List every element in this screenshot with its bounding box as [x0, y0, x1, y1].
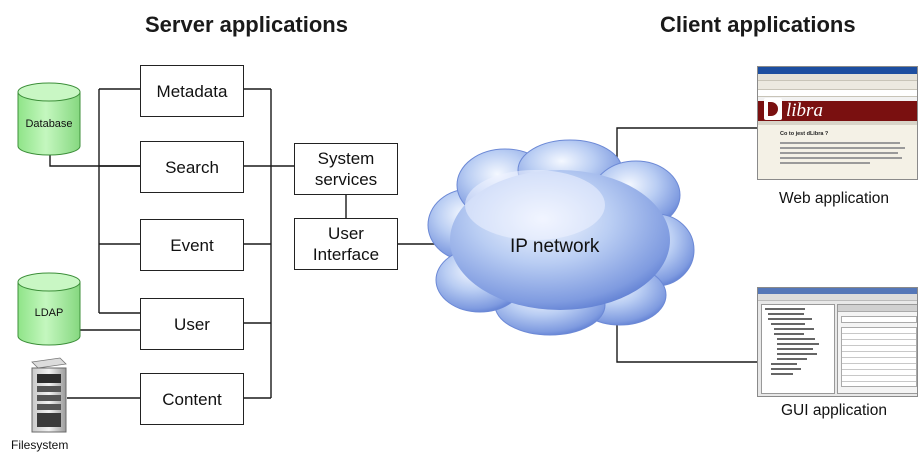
gui-titlebar [758, 288, 917, 294]
system-services-box: System services [294, 143, 398, 195]
event-box: Event [140, 219, 244, 271]
metadata-box: Metadata [140, 65, 244, 117]
network-to-gui-link [616, 320, 757, 363]
user-box: User [140, 298, 244, 350]
search-label: Search [165, 157, 219, 177]
network-to-web-link [616, 127, 757, 166]
content-label: Content [162, 389, 222, 409]
filesystem-server-icon [31, 357, 67, 433]
user-interface-line1: User [328, 224, 364, 243]
client-applications-heading: Client applications [660, 12, 856, 37]
metadata-label: Metadata [156, 81, 228, 101]
web-banner: libra [758, 98, 917, 121]
gui-menubar [758, 294, 917, 301]
user-interface-line2: Interface [312, 245, 380, 264]
ldap-label: LDAP [34, 307, 64, 319]
content-box: Content [140, 373, 244, 425]
database-link [49, 153, 140, 167]
user-interface-box: User Interface [294, 218, 398, 270]
web-content-heading: Co to jest dLibra ? [780, 131, 829, 137]
database-label: Database [25, 118, 73, 130]
gui-tree-panel [761, 304, 835, 394]
web-menubar [758, 74, 917, 81]
gui-properties-table [841, 327, 917, 387]
filesystem-label: Filesystem [11, 438, 69, 452]
gui-application-caption: GUI application [781, 402, 887, 419]
system-services-line1: System [317, 149, 375, 168]
web-application-screenshot: libra Co to jest dLibra ? [757, 66, 918, 180]
user-label: User [174, 314, 210, 334]
server-applications-heading: Server applications [145, 12, 348, 37]
web-logo: libra [786, 100, 823, 121]
ip-network-label: IP network [510, 236, 600, 257]
gui-application-screenshot [757, 287, 918, 397]
system-services-line2: services [314, 170, 378, 189]
event-label: Event [170, 235, 214, 255]
web-titlebar [758, 67, 917, 74]
gui-properties-panel [837, 304, 917, 394]
search-box: Search [140, 141, 244, 193]
web-application-caption: Web application [779, 190, 890, 207]
ip-network-cloud [427, 139, 695, 336]
web-toolbar [758, 81, 917, 90]
database-cylinder [17, 82, 81, 156]
connector-lines [49, 88, 757, 399]
ldap-cylinder [17, 272, 81, 346]
web-address-bar [758, 90, 917, 97]
web-content: Co to jest dLibra ? [758, 125, 917, 179]
